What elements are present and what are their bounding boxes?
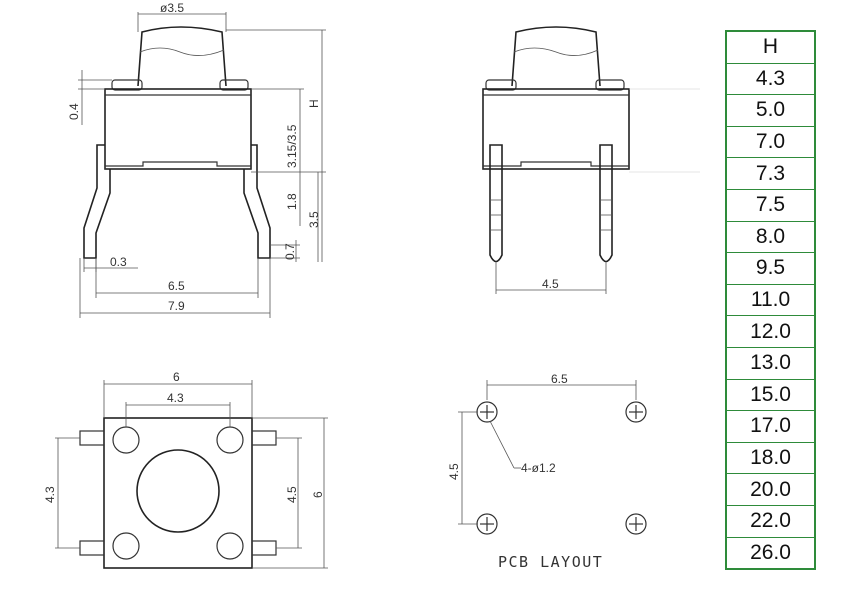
pcb-layout: 6.5 4.5 4-ø1.2 PCB LAYOUT xyxy=(447,372,647,571)
dim-pcb-6-5: 6.5 xyxy=(551,372,568,386)
height-table-cell: 7.3 xyxy=(725,157,816,190)
dim-7-9: 7.9 xyxy=(168,299,185,313)
dim-diameter-actuator: ø3.5 xyxy=(160,1,184,15)
height-table-cell: 9.5 xyxy=(725,252,816,285)
height-table-cell: 26.0 xyxy=(725,536,816,570)
dim-1-8: 1.8 xyxy=(285,193,299,210)
pcb-hole xyxy=(625,513,647,535)
dim-4-5-right: 4.5 xyxy=(285,486,299,503)
dim-4-3-left: 4.3 xyxy=(43,486,57,503)
dim-6-right: 6 xyxy=(311,491,325,498)
height-table-cell: 13.0 xyxy=(725,346,816,380)
pcb-hole xyxy=(476,513,498,535)
pcb-hole xyxy=(625,401,647,423)
dim-6-5: 6.5 xyxy=(168,279,185,293)
height-table-cell: 7.0 xyxy=(725,125,816,159)
dim-h: H xyxy=(307,99,321,108)
pcb-hole xyxy=(476,401,498,423)
height-table-cell: 20.0 xyxy=(725,473,816,506)
dim-4-5-front: 4.5 xyxy=(542,277,559,291)
dim-4-3-top: 4.3 xyxy=(167,391,184,405)
front-view: 4.5 xyxy=(482,26,700,294)
hole-callout: 4-ø1.2 xyxy=(521,461,556,475)
height-table-cell: 18.0 xyxy=(725,441,816,475)
height-table-cell: 7.5 xyxy=(725,188,816,222)
dim-6-top: 6 xyxy=(173,370,180,384)
height-table-header: H xyxy=(725,30,816,64)
height-table-cell: 17.0 xyxy=(725,410,816,443)
dim-3-15-3-5: 3.15/3.5 xyxy=(285,124,299,168)
dim-0-3: 0.3 xyxy=(110,255,127,269)
height-table-cell: 5.0 xyxy=(725,94,816,127)
height-table-cell: 8.0 xyxy=(725,220,816,254)
dim-0-7: 0.7 xyxy=(283,243,297,260)
side-view: ø3.5 0.4 H 3.15/3.5 1.8 3.5 0.7 xyxy=(67,1,326,318)
height-table-cell: 4.3 xyxy=(725,62,816,96)
height-table-cell: 12.0 xyxy=(725,315,816,348)
dim-0-4: 0.4 xyxy=(67,103,81,120)
height-table-cell: 15.0 xyxy=(725,378,816,412)
height-table-cell: 11.0 xyxy=(725,283,816,317)
pcb-layout-title: PCB LAYOUT xyxy=(498,553,603,571)
dim-pcb-4-5: 4.5 xyxy=(447,463,461,480)
top-view: 6 4.3 4.3 4.5 6 xyxy=(43,370,328,569)
dim-3-5: 3.5 xyxy=(307,211,321,228)
height-table-cell: 22.0 xyxy=(725,504,816,538)
